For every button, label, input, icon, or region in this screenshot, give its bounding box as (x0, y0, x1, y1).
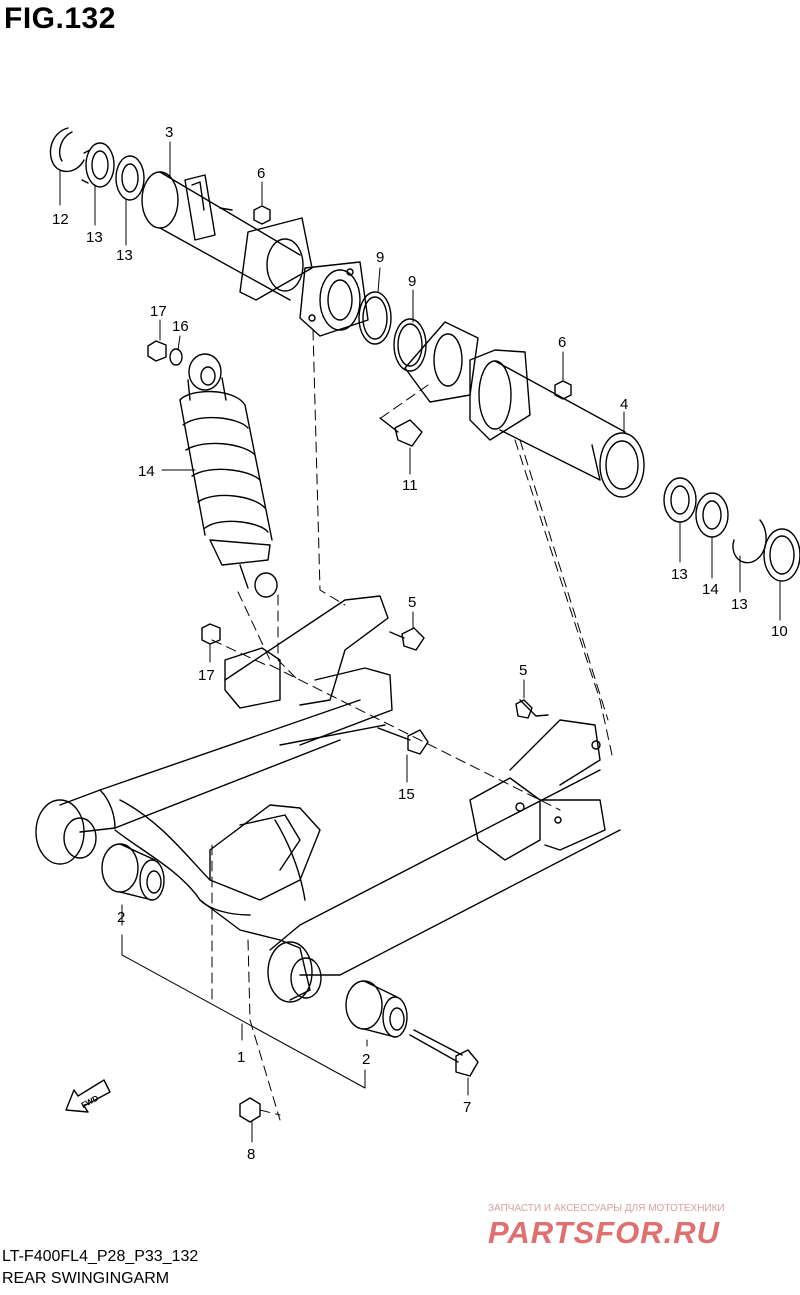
callout-9-right: 9 (408, 273, 416, 290)
nut-6-right (554, 380, 572, 400)
washer-16 (169, 348, 183, 366)
callout-6-left: 6 (257, 165, 265, 182)
watermark-caption: ЗАПЧАСТИ И АКСЕССУАРЫ ДЛЯ МОТОТЕХНИКИ (488, 1203, 725, 1214)
bearing-13-left-b (115, 155, 145, 201)
callout-8: 8 (247, 1146, 255, 1163)
callout-10: 10 (771, 623, 788, 640)
callout-13-right-b: 14 (702, 581, 719, 598)
callout-2-right: 2 (362, 1051, 370, 1068)
o-ring-9-right (393, 318, 427, 372)
circlip-12-left (49, 127, 85, 173)
bearing-13-left-a (81, 142, 115, 188)
callout-11: 11 (402, 477, 418, 494)
callout-6-right: 6 (558, 334, 566, 351)
callout-7: 7 (463, 1099, 471, 1116)
footer-code: LT-F400FL4_P28_P33_132 (2, 1248, 199, 1265)
watermark-logo-text: PARTSFOR.RU (488, 1215, 721, 1250)
callout-4: 4 (620, 396, 628, 413)
bolt-7 (409, 1029, 479, 1077)
callout-3: 3 (165, 124, 173, 141)
callout-14: 14 (138, 463, 155, 480)
o-ring-9-left (358, 291, 392, 345)
swingarm-1 (35, 595, 621, 1003)
alignment-lines (211, 329, 613, 1121)
callout-13-right-a: 13 (671, 566, 688, 583)
shock-absorber-14 (179, 353, 278, 598)
figure-title: FIG.132 (4, 2, 116, 35)
callout-12-left: 12 (52, 211, 69, 228)
callout-13-left-b: 13 (116, 247, 133, 264)
nut-17-bottom (201, 623, 221, 645)
callout-1: 1 (237, 1049, 245, 1066)
watermark-logo: PARTSFOR.RU (488, 1215, 721, 1250)
callout-13-left-a: 13 (86, 229, 103, 246)
bushing-2-right (345, 980, 408, 1038)
callout-15: 15 (398, 786, 415, 803)
nut-17-top (147, 340, 167, 362)
fwd-label: FWD (80, 1093, 101, 1110)
bolt-15 (377, 727, 429, 755)
bolt-11 (379, 417, 423, 447)
callout-5-upper: 5 (408, 594, 416, 611)
nut-8 (239, 1097, 261, 1123)
fwd-arrow (65, 1079, 111, 1113)
nut-6-left (253, 205, 271, 225)
callout-12-right: 13 (731, 596, 748, 613)
bolt-5-lower (515, 699, 549, 719)
bearing-13-right-a (663, 477, 697, 523)
circlip-12-right (732, 519, 767, 564)
callout-9-left: 9 (376, 249, 384, 266)
pivot-shaft-4 (404, 321, 645, 498)
callout-2-left: 2 (117, 909, 125, 926)
callout-16: 16 (172, 318, 189, 335)
footer-title: REAR SWINGINGARM (2, 1270, 170, 1287)
callout-17-bottom: 17 (198, 667, 215, 684)
bushing-2-left (101, 843, 165, 901)
pivot-shaft-3 (141, 171, 369, 337)
bearing-13-right-b (695, 492, 729, 538)
callout-17-top: 17 (150, 303, 167, 320)
callout-5-lower: 5 (519, 662, 527, 679)
leader-lines (59, 141, 781, 1143)
bolt-5-upper (389, 627, 425, 651)
cap-10 (763, 528, 800, 582)
